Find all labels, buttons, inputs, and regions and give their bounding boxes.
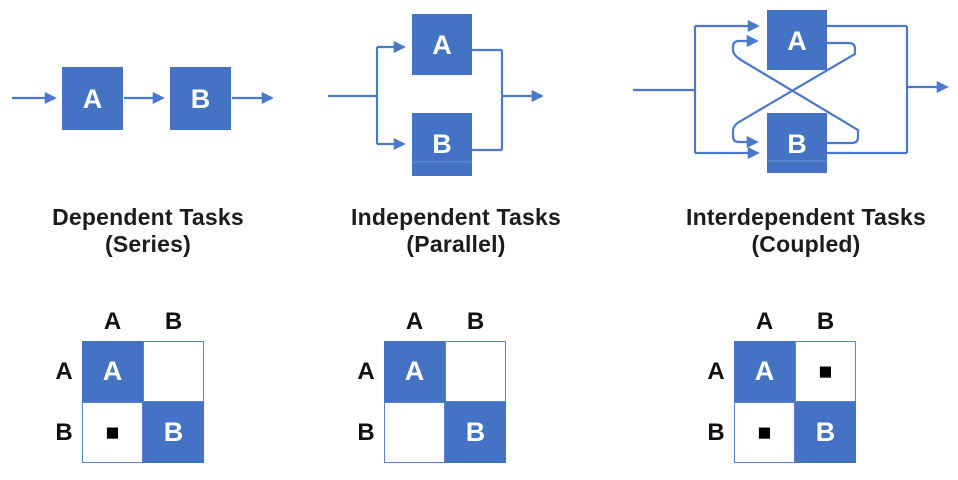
dsm-matrix-series: A B A A B ■ B xyxy=(46,310,204,463)
caption-series: Dependent Tasks (Series) xyxy=(18,204,278,258)
dsm1-cell-aa: A xyxy=(82,341,143,402)
parallel-task-label-a: A xyxy=(432,30,452,60)
dsm3-col-header-a: A xyxy=(755,308,774,335)
dsm3-cell-ab: ■ xyxy=(795,341,856,402)
coupled-task-box-b xyxy=(767,113,827,173)
dsm2-col-header-a: A xyxy=(405,308,424,335)
dsm2-cell-ba xyxy=(384,402,445,463)
dsm1-cell-bb: B xyxy=(143,402,204,463)
parallel-task-label-b: B xyxy=(432,129,452,159)
dsm1-row-header-b: B xyxy=(55,418,73,446)
dsm2-corner xyxy=(348,310,384,341)
dsm1-cell-ab xyxy=(143,341,204,402)
coupled-task-label-b: B xyxy=(787,129,807,159)
caption-coupled-line1: Interdependent Tasks xyxy=(685,204,927,230)
dsm1-corner xyxy=(46,310,82,341)
dsm2-cell-aa: A xyxy=(384,341,445,402)
dsm3-row-header-b: B xyxy=(707,418,725,446)
caption-coupled-line2: (Coupled) xyxy=(751,231,861,258)
dsm1-cell-ba: ■ xyxy=(82,402,143,463)
dsm2-col-header-b: B xyxy=(466,308,485,335)
caption-parallel: Independent Tasks (Parallel) xyxy=(326,204,586,258)
caption-series-line1: Dependent Tasks xyxy=(52,204,244,230)
dsm2-cell-ab xyxy=(445,341,506,402)
coupled-connectors xyxy=(633,19,949,160)
caption-parallel-line2: (Parallel) xyxy=(406,231,506,258)
coupled-task-label-a: A xyxy=(787,26,807,56)
dsm3-cell-bb: B xyxy=(795,402,856,463)
dsm1-col-header-a: A xyxy=(103,308,122,335)
caption-coupled: Interdependent Tasks (Coupled) xyxy=(676,204,936,258)
flow-diagram-parallel: A B xyxy=(328,14,544,176)
caption-parallel-line1: Independent Tasks xyxy=(350,204,562,230)
dsm2-row-header-b: B xyxy=(357,418,375,446)
series-task-box-a xyxy=(62,67,123,130)
dsm2-cell-bb: B xyxy=(445,402,506,463)
dsm1-col-header-b: B xyxy=(164,308,183,335)
parallel-task-box-b xyxy=(412,113,472,176)
series-task-label-a: A xyxy=(83,84,103,114)
flow-diagram-series: A B xyxy=(12,67,274,130)
dsm3-corner xyxy=(698,310,734,341)
dsm-matrix-coupled: A B A A ■ B ■ B xyxy=(698,310,856,463)
series-task-label-b: B xyxy=(191,84,211,114)
series-task-box-b xyxy=(170,67,231,130)
coupled-task-box-a xyxy=(767,10,827,70)
flow-diagram-coupled: A B xyxy=(633,10,949,173)
dsm3-cell-ba: ■ xyxy=(734,402,795,463)
dsm2-row-header-a: A xyxy=(357,357,375,385)
caption-series-line2: (Series) xyxy=(105,231,191,258)
dsm1-row-header-a: A xyxy=(55,357,73,385)
dsm-matrix-parallel: A B A A B B xyxy=(348,310,506,463)
parallel-task-box-a xyxy=(412,14,472,75)
dsm3-col-header-b: B xyxy=(816,308,835,335)
parallel-connectors xyxy=(328,40,544,152)
dsm3-row-header-a: A xyxy=(707,357,725,385)
dsm3-cell-aa: A xyxy=(734,341,795,402)
